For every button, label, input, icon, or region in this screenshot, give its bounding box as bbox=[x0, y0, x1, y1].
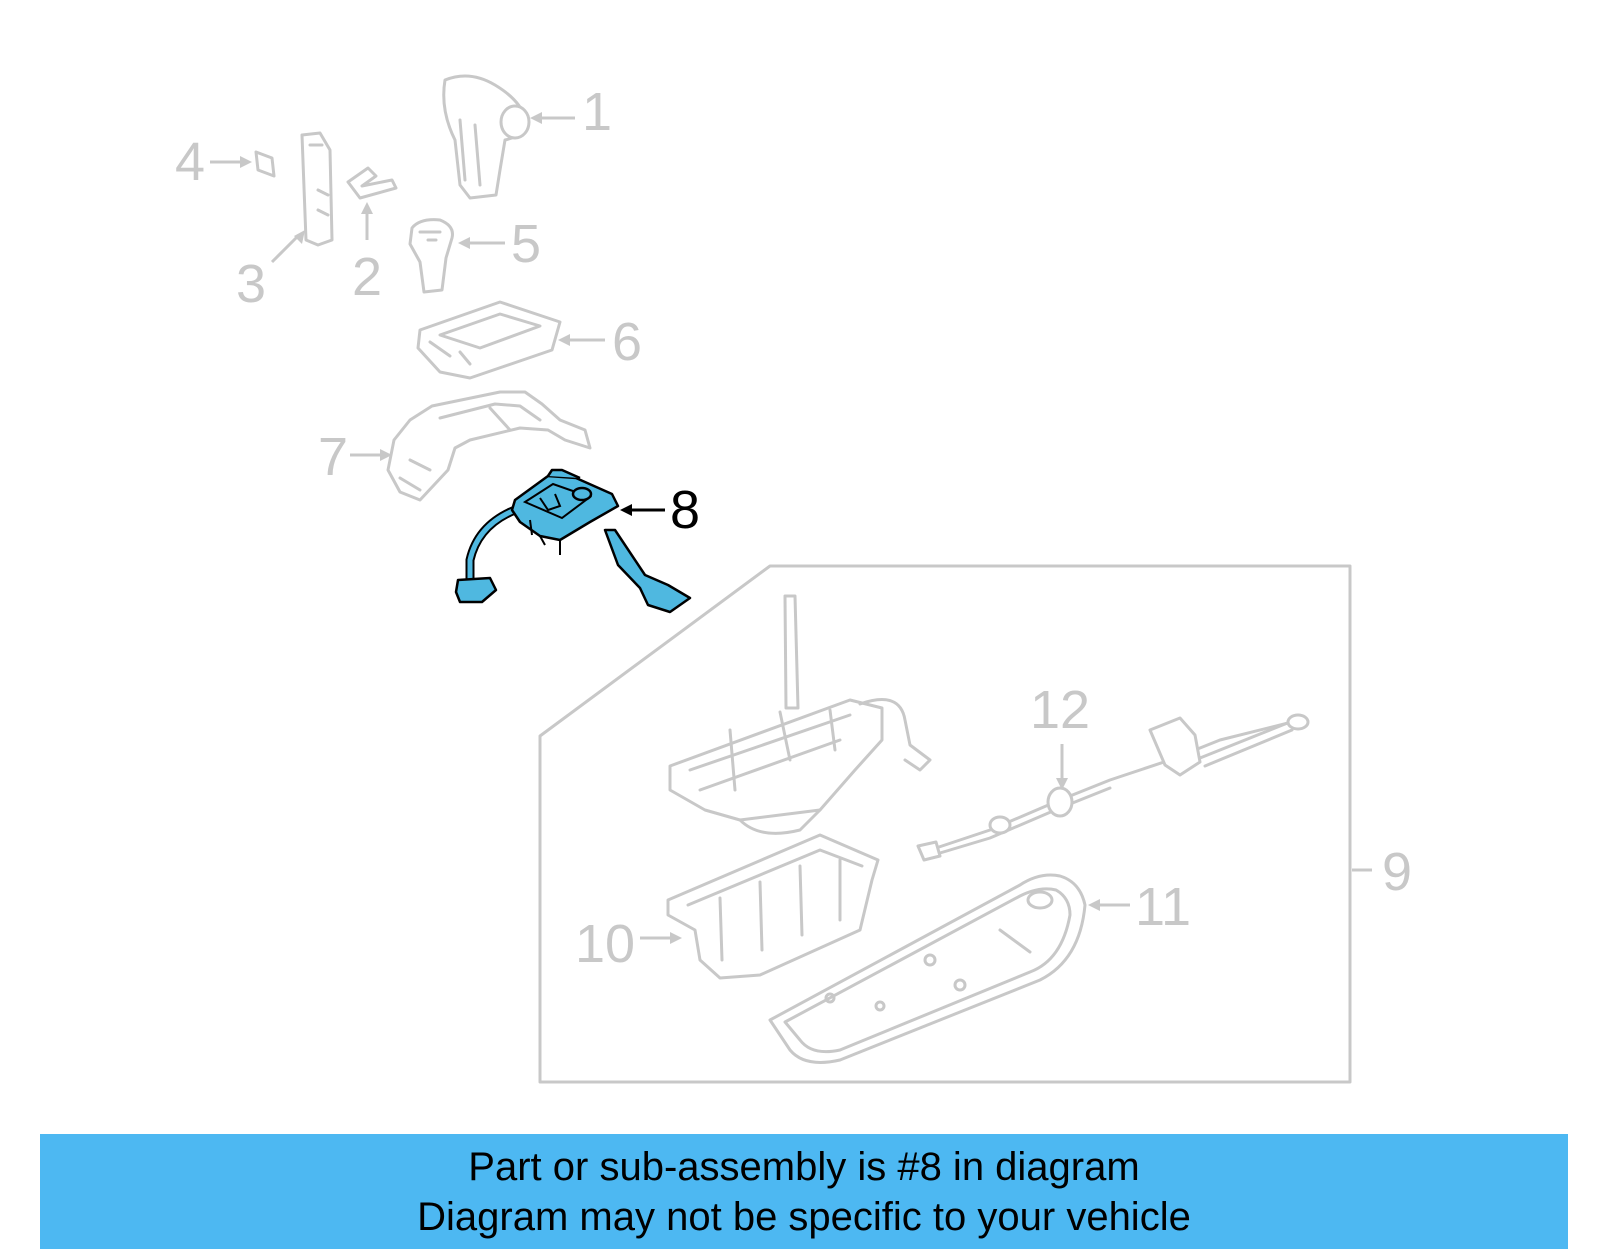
part-1-shift-knob bbox=[442, 74, 531, 200]
callout-3: 3 bbox=[236, 254, 266, 314]
part-3-trim-strip bbox=[300, 131, 334, 247]
part-10-tray bbox=[666, 833, 880, 980]
callout-7: 7 bbox=[318, 427, 348, 487]
callout-4-arrow bbox=[210, 156, 252, 168]
callout-6: 6 bbox=[612, 312, 642, 372]
callout-2: 2 bbox=[352, 247, 382, 307]
part-5-button bbox=[408, 218, 454, 294]
callout-10: 10 bbox=[575, 914, 635, 974]
callout-11: 11 bbox=[1135, 877, 1191, 937]
part-6-indicator-bezel bbox=[416, 300, 562, 380]
part-11-mat bbox=[768, 873, 1087, 1064]
callout-5-arrow bbox=[458, 237, 505, 249]
part-2-clip bbox=[346, 166, 398, 200]
callout-1-arrow bbox=[530, 112, 575, 124]
callout-12-arrow bbox=[1056, 744, 1068, 790]
part-8-selector-assembly bbox=[454, 468, 692, 614]
callout-6-arrow bbox=[558, 334, 605, 346]
callout-5: 5 bbox=[511, 214, 541, 274]
part-9-shifter-assembly bbox=[668, 594, 932, 835]
callout-3-arrow bbox=[270, 230, 305, 264]
callout-10-arrow bbox=[640, 932, 682, 944]
callout-2-arrow bbox=[361, 202, 373, 240]
callout-12: 12 bbox=[1030, 680, 1090, 740]
callout-9: 9 bbox=[1382, 842, 1412, 902]
part-12-shift-cable bbox=[916, 713, 1310, 862]
callout-7-arrow bbox=[350, 449, 392, 461]
callout-8-arrow bbox=[620, 504, 665, 516]
callout-8: 8 bbox=[670, 480, 700, 540]
callout-4: 4 bbox=[175, 132, 205, 192]
banner-line-1: Part or sub-assembly is #8 in diagram bbox=[468, 1145, 1140, 1189]
part-9-group-box bbox=[538, 564, 1352, 1084]
banner-line-2: Diagram may not be specific to your vehi… bbox=[417, 1195, 1191, 1239]
part-7-console-housing bbox=[386, 390, 592, 502]
part-4-plate bbox=[254, 150, 276, 178]
info-banner: Part or sub-assembly is #8 in diagram Di… bbox=[40, 1134, 1568, 1249]
callout-11-arrow bbox=[1088, 899, 1130, 911]
callout-1: 1 bbox=[582, 82, 612, 142]
